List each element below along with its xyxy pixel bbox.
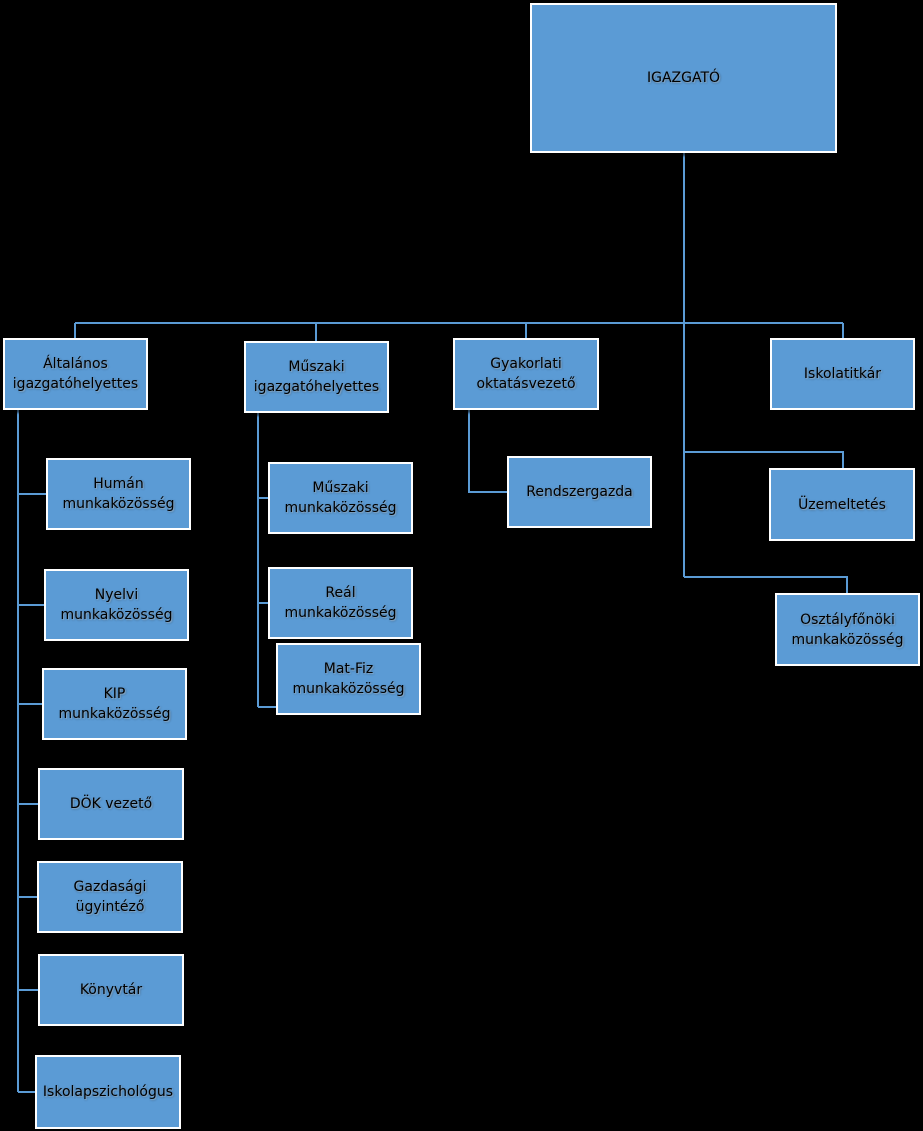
practical-head-box: Gyakorlati oktatásvezető: [453, 338, 599, 410]
homeroom-unit-box: Osztályfőnöki munkaközösség: [775, 593, 920, 666]
school-psychologist-box: Iskolapszichológus: [35, 1055, 181, 1129]
homeroom-unit-label: Osztályfőnöki munkaközösség: [791, 611, 904, 648]
general-deputy-box: Általános igazgatóhelyettes: [3, 338, 148, 410]
technical-unit-box: Műszaki munkaközösség: [268, 462, 413, 534]
math-physics-unit-box: Mat-Fiz munkaközösség: [276, 643, 421, 715]
library-label: Könyvtár: [79, 982, 143, 998]
connector-to-uzemeltetes: [684, 451, 844, 468]
system-admin-label: Rendszergazda: [526, 484, 633, 500]
system-admin-box: Rendszergazda: [507, 456, 652, 528]
language-unit-label: Nyelvi munkaközösség: [60, 587, 173, 623]
operations-label: Üzemeltetés: [798, 496, 886, 513]
connector-to-osztalyfonoki: [684, 576, 848, 593]
kip-unit-box: KIP munkaközösség: [42, 668, 187, 740]
director-label: IGAZGATÓ: [646, 70, 721, 86]
operations-box: Üzemeltetés: [769, 468, 915, 541]
dok-leader-label: DÖK vezető: [69, 796, 153, 812]
school-secretary-box: Iskolatitkár: [770, 338, 915, 410]
finance-clerk-box: Gazdasági ügyintéző: [37, 861, 183, 933]
library-box: Könyvtár: [38, 954, 184, 1026]
math-physics-unit-label: Mat-Fiz munkaközösség: [292, 661, 405, 697]
language-unit-box: Nyelvi munkaközösség: [44, 569, 189, 641]
kip-unit-label: KIP munkaközösség: [58, 686, 171, 722]
dok-leader-box: DÖK vezető: [38, 768, 184, 840]
school-psychologist-label: Iskolapszichológus: [42, 1084, 174, 1100]
school-secretary-label: Iskolatitkár: [803, 366, 882, 382]
practical-head-label: Gyakorlati oktatásvezető: [476, 356, 576, 392]
general-deputy-label: Általános igazgatóhelyettes: [12, 356, 139, 392]
connector-to-rendszergazda: [468, 410, 507, 493]
science-unit-box: Reál munkaközösség: [268, 567, 413, 639]
science-unit-label: Reál munkaközösség: [284, 585, 397, 621]
human-unit-box: Humán munkaközösség: [46, 458, 191, 530]
technical-unit-label: Műszaki munkaközösség: [284, 480, 397, 516]
technical-deputy-box: Műszaki igazgatóhelyettes: [244, 341, 389, 413]
human-unit-label: Humán munkaközösség: [62, 476, 175, 512]
technical-deputy-label: Műszaki igazgatóhelyettes: [253, 359, 380, 395]
finance-clerk-label: Gazdasági ügyintéző: [73, 879, 147, 915]
director-box: IGAZGATÓ: [530, 3, 837, 153]
